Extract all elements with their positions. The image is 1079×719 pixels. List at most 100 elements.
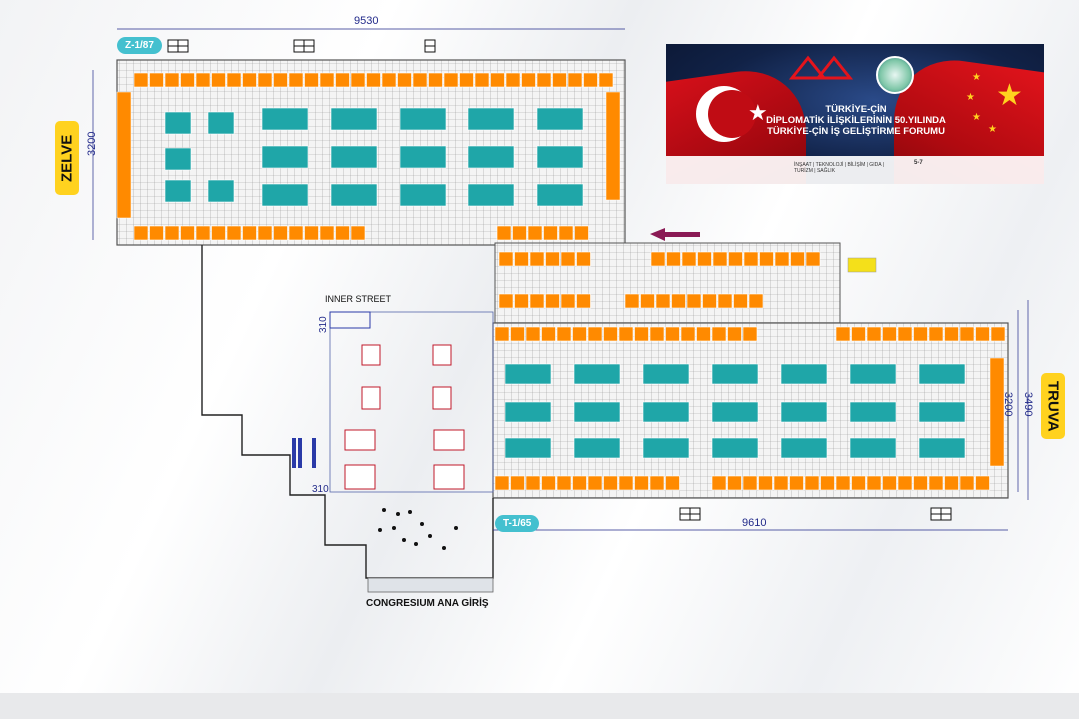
visitor-figures-icon (378, 508, 458, 550)
booth (149, 225, 164, 241)
island-booth (399, 183, 447, 207)
island-booth (504, 401, 552, 423)
entrance-doors (367, 577, 494, 593)
booth (742, 475, 758, 491)
truva-outer-label: 3490 (1022, 392, 1034, 417)
booth (521, 72, 536, 88)
booth (712, 251, 728, 267)
booth (541, 326, 556, 342)
booth (743, 251, 759, 267)
booth (576, 293, 591, 309)
booth (257, 225, 273, 241)
island-booth (849, 437, 897, 459)
booth (242, 72, 257, 88)
island-booth (261, 183, 309, 207)
booth (527, 225, 543, 241)
island-booth (536, 145, 584, 169)
island-booth (711, 437, 759, 459)
booth (560, 251, 576, 267)
booth (634, 326, 649, 342)
booth (257, 72, 273, 88)
booth (366, 72, 381, 88)
island-booth (780, 437, 828, 459)
booth (671, 293, 686, 309)
booth (543, 225, 558, 241)
inner-street-height-label: 310 (318, 316, 329, 333)
booth (733, 293, 748, 309)
booth (650, 251, 666, 267)
booth (882, 475, 897, 491)
booth (572, 475, 587, 491)
booth (350, 225, 366, 241)
island-booth (207, 179, 235, 203)
booth (529, 251, 545, 267)
booth (180, 72, 195, 88)
direction-arrow-icon (650, 228, 700, 241)
window-icons (167, 39, 952, 521)
booth (226, 72, 242, 88)
china-small-star-icon: ★ (988, 124, 997, 135)
china-small-star-icon: ★ (966, 92, 975, 103)
booth (536, 72, 552, 88)
zelve-bottom-booths (133, 225, 589, 241)
inner-street-label: INNER STREET (325, 294, 392, 304)
booth (835, 475, 851, 491)
booth (598, 72, 614, 88)
booth (587, 475, 603, 491)
island-booth (399, 145, 447, 169)
booth (681, 251, 697, 267)
entrance-label: CONGRESIUM ANA GİRİŞ (366, 598, 489, 609)
booth (443, 72, 459, 88)
island-booth (261, 107, 309, 131)
china-star-icon: ★ (996, 79, 1023, 112)
booth (211, 72, 226, 88)
booth (882, 326, 897, 342)
inner-street-area (329, 311, 494, 493)
booth (742, 326, 758, 342)
booth (397, 72, 412, 88)
booth (512, 225, 527, 241)
island-booth (573, 401, 621, 423)
booth (634, 475, 649, 491)
connector-booths (498, 251, 821, 309)
booth (820, 475, 835, 491)
booth (576, 251, 591, 267)
island-booth (573, 363, 621, 385)
booth (866, 475, 882, 491)
truva-bottom-booths (494, 475, 990, 491)
booth (587, 326, 603, 342)
banner-title: TÜRKİYE-ÇİN DİPLOMATİK İLİŞKİLERİNİN 50.… (761, 104, 951, 137)
island-booth (536, 183, 584, 207)
booth (556, 475, 572, 491)
booth (304, 72, 319, 88)
island-booth (164, 111, 192, 135)
booth (319, 72, 335, 88)
booth (498, 293, 514, 309)
booth (990, 326, 1006, 342)
booth (556, 326, 572, 342)
booth (665, 475, 680, 491)
booth (649, 475, 665, 491)
booth (686, 293, 702, 309)
booth (498, 251, 514, 267)
booth (412, 72, 428, 88)
booth (529, 293, 545, 309)
inner-street-stands (344, 344, 465, 490)
booth (319, 225, 335, 241)
bottom-bar (0, 693, 1079, 719)
hall-tag-zelve: ZELVE (55, 121, 79, 195)
dimension-lines (92, 28, 1029, 531)
booth (242, 225, 257, 241)
banner-line-1: TÜRKİYE-ÇİN (825, 104, 887, 115)
booth (711, 475, 727, 491)
booth (728, 251, 743, 267)
island-booth (918, 401, 966, 423)
booth (959, 475, 975, 491)
zelve-left-wall-booths (116, 91, 132, 219)
chamber-logo-icon (876, 56, 914, 94)
booth (697, 251, 712, 267)
booth (335, 225, 350, 241)
hall-tag-truva: TRUVA (1041, 373, 1065, 439)
banner-line-3: TÜRKİYE-ÇİN İŞ GELİŞTİRME FORUMU (767, 126, 945, 137)
booth (649, 326, 665, 342)
